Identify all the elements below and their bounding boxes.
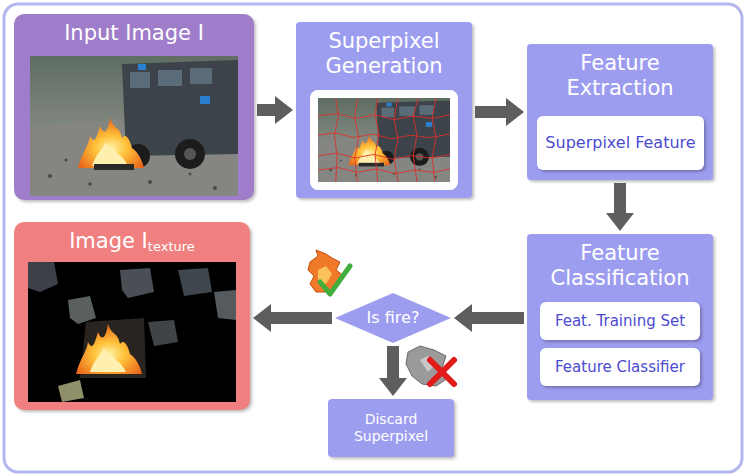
title-line: Feature Classification xyxy=(527,234,713,291)
block-arrow xyxy=(454,304,524,332)
sub-box: Feature Classifier xyxy=(540,348,700,386)
title-line: Superpixel Generation xyxy=(296,22,472,79)
block-arrow xyxy=(257,96,293,124)
panel-title: Feature Classification xyxy=(551,241,690,290)
input-photo xyxy=(30,56,238,196)
superpixel-photo xyxy=(310,90,458,190)
title-line: Input Image I xyxy=(14,14,254,46)
fire-accept-icon xyxy=(308,250,350,294)
box-text: Feat. Training Set xyxy=(555,312,685,330)
panel-title: Image I xyxy=(69,229,148,253)
block-arrow xyxy=(606,183,634,231)
process-box: Superpixel Generation xyxy=(296,22,472,198)
process-box: Feature ClassificationFeat. Training Set… xyxy=(527,234,713,400)
block-arrow xyxy=(379,346,407,396)
block-arrow xyxy=(253,304,332,332)
output-panel: Image Itexture xyxy=(14,222,250,410)
box-text: Superpixel Feature xyxy=(545,133,695,152)
title-line: Feature Extraction xyxy=(527,44,713,101)
diamond-outline xyxy=(335,293,451,343)
process-box: Discard Superpixel xyxy=(328,399,454,457)
discard-icon xyxy=(406,346,454,386)
panel-title: Superpixel Generation xyxy=(325,29,442,78)
sub-box: Superpixel Feature xyxy=(537,116,704,170)
decision-text: Is fire? xyxy=(367,308,420,327)
decision-diamond: Is fire? xyxy=(335,293,451,343)
title-subscript: texture xyxy=(148,239,195,254)
frame-border xyxy=(4,4,742,472)
block-arrow xyxy=(475,98,524,126)
input-panel: Input Image I xyxy=(14,14,254,200)
panel-title: Input Image I xyxy=(64,21,204,45)
process-box: Feature ExtractionSuperpixel Feature xyxy=(527,44,713,180)
title-line: Image Itexture xyxy=(14,222,250,255)
box-text: Feature Classifier xyxy=(555,358,685,376)
output-photo xyxy=(28,262,236,402)
box-text: Discard Superpixel xyxy=(328,411,454,445)
sub-box: Feat. Training Set xyxy=(540,302,700,340)
panel-title: Feature Extraction xyxy=(566,51,673,100)
